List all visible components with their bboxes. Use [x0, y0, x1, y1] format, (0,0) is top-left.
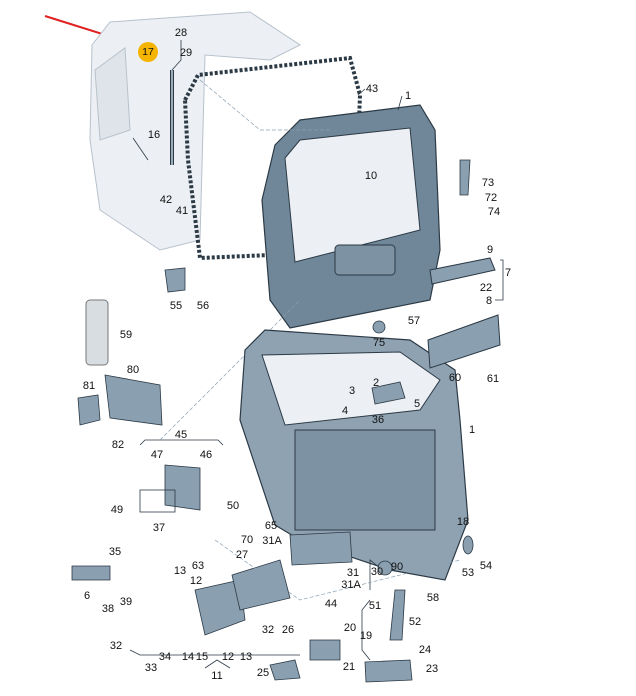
part-callout[interactable]: 73	[481, 177, 495, 189]
part-callout[interactable]: 51	[368, 600, 382, 612]
part-callout[interactable]: 55	[169, 300, 183, 312]
part-callout[interactable]: 56	[196, 300, 210, 312]
part-callout[interactable]: 14	[181, 651, 195, 663]
part-callout[interactable]: 36	[371, 414, 385, 426]
door-seal	[182, 55, 363, 261]
part-callout[interactable]: 24	[418, 644, 432, 656]
part-callout[interactable]: 21	[342, 661, 356, 673]
part-callout[interactable]: 80	[126, 364, 140, 376]
part-callout[interactable]: 8	[485, 295, 493, 307]
part-callout[interactable]: 31A	[262, 535, 282, 547]
part-callout[interactable]: 45	[174, 429, 188, 441]
part-callout[interactable]: 12	[221, 651, 235, 663]
part-callout[interactable]: 15	[195, 651, 209, 663]
part-callout[interactable]: 74	[487, 206, 501, 218]
part-callout[interactable]: 5	[413, 398, 421, 410]
part-callout[interactable]: 18	[456, 516, 470, 528]
part-callout[interactable]: 11	[211, 670, 223, 682]
part-callout[interactable]: 28	[174, 27, 188, 39]
part-callout[interactable]: 26	[281, 624, 295, 636]
part-callout[interactable]: 10	[364, 170, 378, 182]
part-callout[interactable]: 13	[173, 565, 187, 577]
part-callout[interactable]: 23	[425, 663, 439, 675]
part-callout[interactable]: 37	[152, 522, 166, 534]
part-callout[interactable]: 34	[158, 651, 172, 663]
part-callout[interactable]: 3	[348, 385, 356, 397]
part-callout[interactable]: 1	[468, 424, 476, 436]
part-callout[interactable]: 52	[408, 616, 422, 628]
part-callout[interactable]: 19	[359, 630, 373, 642]
part-callout[interactable]: 58	[426, 592, 440, 604]
part-callout[interactable]: 43	[365, 83, 379, 95]
part-callout[interactable]: 54	[479, 560, 493, 572]
part-callout[interactable]: 46	[199, 449, 213, 461]
part-callout[interactable]: 31A	[341, 579, 361, 591]
part-callout[interactable]: 44	[324, 598, 338, 610]
part-callout[interactable]: 82	[111, 439, 125, 451]
part-callout[interactable]: 32	[109, 640, 123, 652]
part-callout[interactable]: 25	[256, 667, 270, 679]
part-callout[interactable]: 61	[486, 373, 500, 385]
part-callout[interactable]: 31	[346, 567, 360, 579]
part-callout[interactable]: 6	[83, 590, 91, 602]
part-callout[interactable]: 9	[486, 244, 494, 256]
part-callout[interactable]: 75	[372, 337, 386, 349]
part-callout[interactable]: 29	[179, 47, 193, 59]
part-callout[interactable]: 59	[119, 329, 133, 341]
part-callout[interactable]: 33	[144, 662, 158, 674]
part-callout[interactable]: 32	[261, 624, 275, 636]
part-callout[interactable]: 42	[159, 194, 173, 206]
part-callout[interactable]: 63	[191, 560, 205, 572]
part-callout[interactable]: 57	[407, 315, 421, 327]
vehicle-body	[89, 11, 301, 251]
part-callout[interactable]: 22	[479, 282, 493, 294]
part-callout[interactable]: 81	[82, 380, 96, 392]
part-callout[interactable]: 20	[343, 622, 357, 634]
part-callout[interactable]: 16	[147, 129, 161, 141]
part-callout[interactable]: 72	[484, 192, 498, 204]
part-callout[interactable]: 2	[372, 377, 380, 389]
part-callout[interactable]: 38	[101, 603, 115, 615]
part-callout[interactable]: 60	[448, 372, 462, 384]
part-callout[interactable]: 70	[240, 534, 254, 546]
part-callout[interactable]: 1	[404, 90, 412, 102]
part-callout[interactable]: 30	[370, 566, 384, 578]
highlighted-callout-17[interactable]: 17	[138, 42, 158, 62]
part-callout[interactable]: 39	[119, 596, 133, 608]
part-callout[interactable]: 12	[189, 575, 203, 587]
part-callout[interactable]: 90	[390, 561, 404, 573]
spray-can	[85, 299, 109, 366]
part-callout[interactable]: 47	[150, 449, 164, 461]
part-callout[interactable]: 27	[235, 549, 249, 561]
part-callout[interactable]: 65	[264, 520, 278, 532]
part-callout[interactable]: 41	[175, 205, 189, 217]
part-callout[interactable]: 50	[226, 500, 240, 512]
part-callout[interactable]: 13	[239, 651, 253, 663]
part-callout[interactable]: 7	[504, 267, 512, 279]
part-callout[interactable]: 4	[341, 405, 349, 417]
part-callout[interactable]: 35	[108, 546, 122, 558]
part-callout[interactable]: 53	[461, 567, 475, 579]
part-callout[interactable]: 49	[110, 504, 124, 516]
